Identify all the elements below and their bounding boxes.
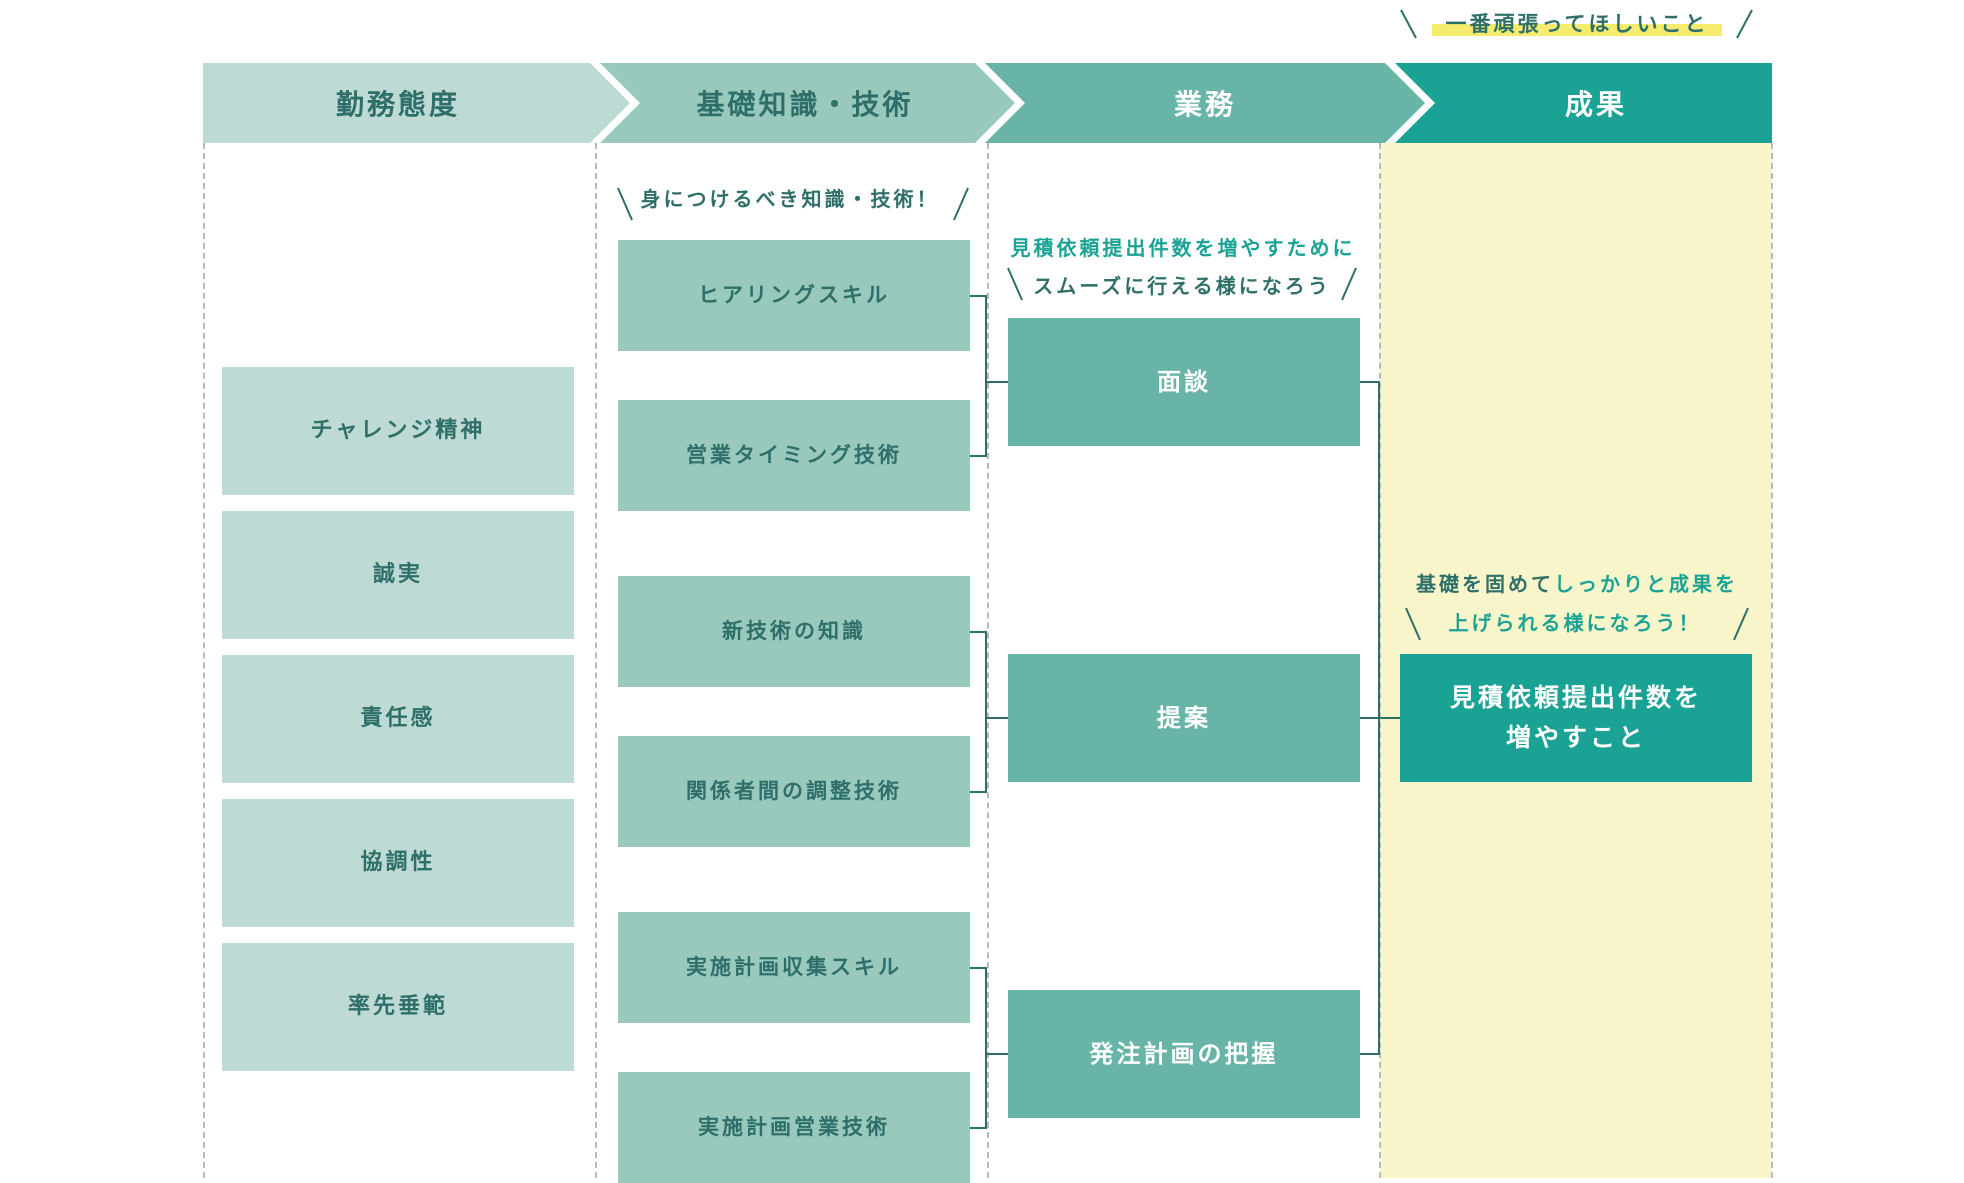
stage-label-attitude: 勤務態度 [335, 88, 460, 121]
top-note-highlight [1432, 24, 1722, 36]
stage-label-work: 業務 [1173, 88, 1236, 121]
work-note-line2: スムーズに行える様になろう [1033, 274, 1331, 298]
stage-chevron-work [985, 63, 1425, 143]
column-divider [203, 143, 205, 1178]
knowledge-item: ヒアリングスキル [618, 240, 970, 351]
connector-line [985, 631, 987, 793]
result-note-line2: 上げられる様になろう！ [1448, 611, 1702, 635]
knowledge-item: 営業タイミング技術 [618, 400, 970, 511]
attitude-item: チャレンジ精神 [222, 367, 574, 495]
knowledge-note-slash-left [617, 187, 633, 221]
knowledge-item: 実施計画営業技術 [618, 1072, 970, 1183]
connector-line [970, 967, 986, 969]
connector-line [970, 295, 986, 297]
knowledge-item: 関係者間の調整技術 [618, 736, 970, 847]
work-note-line1: 見積依頼提出件数を増やすために [1010, 236, 1356, 260]
attitude-item: 責任感 [222, 655, 574, 783]
knowledge-item: 新技術の知識 [618, 576, 970, 687]
top-note-slash-right [1736, 9, 1753, 39]
column-divider [1771, 143, 1773, 1178]
column-divider [1379, 143, 1381, 1178]
stage-chevron-attitude [203, 63, 630, 143]
result-box: 見積依頼提出件数を 増やすこと [1400, 654, 1752, 782]
connector-line [985, 381, 1008, 383]
result-note-line1: 基礎を固めてしっかりと成果を [1392, 568, 1762, 597]
connector-line [985, 1053, 1008, 1055]
work-item: 面談 [1008, 318, 1360, 446]
knowledge-note: 身につけるべき知識・技術！ [640, 187, 940, 211]
top-note: 一番頑張ってほしいこと [1445, 12, 1709, 36]
work-item: 発注計画の把握 [1008, 990, 1360, 1118]
result-note-slash-right [1733, 607, 1749, 641]
stage-header-band [203, 63, 1772, 143]
result-box-line1: 見積依頼提出件数を [1449, 683, 1702, 712]
knowledge-item: 実施計画収集スキル [618, 912, 970, 1023]
attitude-item: 率先垂範 [222, 943, 574, 1071]
attitude-item: 協調性 [222, 799, 574, 927]
result-box-line2: 増やすこと [1505, 723, 1646, 752]
column-divider [595, 143, 597, 1178]
work-item: 提案 [1008, 654, 1360, 782]
stage-chevron-knowledge [600, 63, 1015, 143]
stage-chevron-result [1395, 63, 1772, 143]
result-note-part-a: 基礎を固めて [1416, 572, 1554, 596]
column-divider [987, 143, 989, 1178]
connector-line [970, 1127, 986, 1129]
work-note-slash-left [1007, 267, 1023, 301]
work-note-slash-right [1341, 267, 1357, 301]
stage-label-result: 成果 [1564, 88, 1627, 121]
connector-line [970, 631, 986, 633]
knowledge-note-slash-right [953, 187, 969, 221]
connector-line [1378, 717, 1400, 719]
connector-line [985, 967, 987, 1129]
connector-line [985, 717, 1008, 719]
result-note-slash-left [1405, 607, 1421, 641]
stage-label-knowledge: 基礎知識・技術 [696, 88, 914, 121]
top-note-slash-left [1400, 9, 1417, 39]
connector-line [1360, 1053, 1380, 1055]
attitude-item: 誠実 [222, 511, 574, 639]
connector-line [970, 455, 986, 457]
result-note-part-b: しっかりと成果を [1554, 572, 1738, 596]
connector-line [1360, 717, 1380, 719]
connector-line [985, 295, 987, 457]
connector-line [1360, 381, 1380, 383]
connector-line [970, 791, 986, 793]
